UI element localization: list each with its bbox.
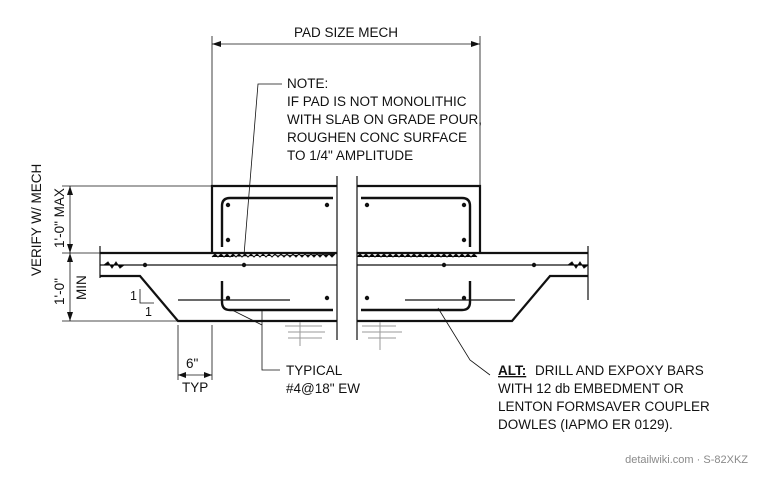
typical-line-2: #4@18" EW	[286, 381, 360, 396]
note-leader	[243, 83, 282, 256]
note-line-2: IF PAD IS NOT MONOLITHIC	[287, 94, 467, 109]
note-line-4: ROUGHEN CONC SURFACE	[287, 130, 467, 145]
alt-line-2: WITH 12 db EMBEDMENT OR	[498, 381, 684, 396]
alt-prefix: ALT:	[498, 363, 526, 378]
typical-line-1: TYPICAL	[286, 363, 343, 378]
slope-indicator: 1 1	[130, 289, 154, 319]
min-value-label: 1'-0"	[52, 278, 67, 305]
slope-run: 1	[145, 305, 152, 319]
pad-reinforcement	[220, 196, 472, 247]
six-inch-label: 6"	[186, 356, 199, 371]
note-line-5: TO 1/4" AMPLITUDE	[287, 148, 413, 163]
dowel-detail	[285, 322, 402, 350]
alt-callout: ALT: DRILL AND EXPOXY BARS WITH 12 db EM…	[437, 307, 710, 432]
typ-label: TYP	[182, 380, 208, 395]
note-block: NOTE: IF PAD IS NOT MONOLITHIC WITH SLAB…	[243, 76, 482, 256]
alt-line-3: LENTON FORMSAVER COUPLER	[498, 399, 710, 414]
pad-size-label: PAD SIZE MECH	[294, 25, 398, 40]
verify-label: VERIFY W/ MECH	[29, 164, 44, 276]
note-line-1: NOTE:	[287, 76, 328, 91]
six-inch-dimension: 6" TYP	[177, 325, 213, 395]
slope-rise: 1	[130, 289, 137, 303]
slab-on-grade	[99, 246, 589, 323]
alt-line-1: DRILL AND EXPOXY BARS	[535, 363, 704, 378]
vertical-dimensions: VERIFY W/ MECH 1'-0" MAX 1'-0" MIN	[29, 164, 212, 322]
pad-size-dimension: PAD SIZE MECH	[211, 25, 481, 186]
note-line-3: WITH SLAB ON GRADE POUR,	[287, 112, 482, 127]
pad-outline	[210, 176, 482, 340]
min-label: MIN	[74, 275, 89, 300]
alt-line-4: DOWLES (IAPMO ER 0129).	[498, 417, 673, 432]
roughened-surface	[211, 253, 336, 258]
watermark: detailwiki.com · S-82XKZ	[625, 454, 748, 466]
slab-bottom-reinforcement	[178, 281, 515, 312]
max-label: 1'-0" MAX	[52, 188, 67, 248]
typical-callout: TYPICAL #4@18" EW	[231, 309, 360, 396]
